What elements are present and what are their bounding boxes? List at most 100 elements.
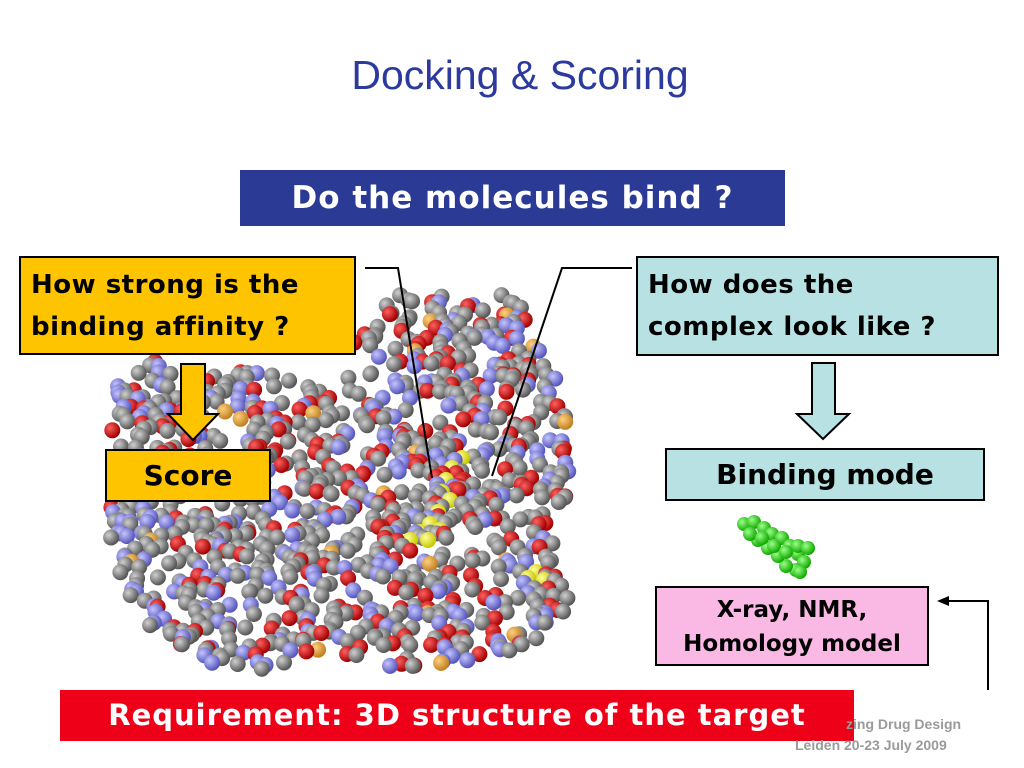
protein-atom — [348, 647, 365, 663]
protein-atom — [288, 597, 305, 614]
protein-atom — [217, 403, 233, 420]
protein-atom — [279, 433, 296, 450]
protein-atom — [313, 587, 330, 604]
protein-atom — [490, 539, 507, 556]
protein-atom — [488, 496, 505, 513]
method-line: X-ray, NMR, — [716, 597, 868, 623]
protein-atom — [536, 614, 553, 631]
protein-atom — [122, 587, 139, 604]
protein-atom — [362, 337, 379, 354]
ligand-atom — [779, 545, 793, 559]
ligand-atom — [801, 541, 815, 555]
footer-event-date: Leiden 20-23 July 2009 — [795, 737, 947, 753]
slide-title: Docking & Scoring — [351, 52, 689, 98]
footer-event-title: zing Drug Design — [846, 716, 962, 732]
protein-atom — [559, 590, 576, 606]
protein-atom — [257, 587, 274, 604]
protein-atom — [483, 424, 499, 441]
ligand-atom — [779, 559, 793, 573]
protein-atom — [290, 414, 307, 431]
protein-atom — [270, 421, 287, 438]
ligand-atom — [755, 531, 769, 545]
protein-atom — [112, 564, 129, 581]
protein-atom — [402, 637, 419, 654]
protein-atom — [508, 330, 525, 347]
protein-atom — [161, 555, 178, 572]
protein-atom — [438, 529, 455, 546]
protein-atom — [246, 381, 263, 398]
protein-atom — [419, 382, 436, 399]
score-box: Score — [105, 449, 271, 502]
protein-atom — [404, 293, 420, 310]
protein-atom — [375, 568, 391, 585]
protein-atom — [330, 508, 347, 525]
protein-atom — [130, 364, 147, 381]
protein-atom — [318, 412, 334, 429]
protein-atom — [330, 439, 347, 456]
protein-atom — [494, 337, 511, 354]
protein-atom — [159, 379, 176, 395]
protein-atom — [498, 383, 515, 400]
protein-atom — [440, 397, 457, 414]
ligand-atom — [767, 539, 781, 553]
protein-atom — [478, 381, 495, 397]
protein-atom — [281, 610, 298, 627]
protein-atom — [340, 570, 357, 587]
protein-atom — [313, 625, 330, 641]
protein-atom — [238, 548, 255, 565]
method-line: Homology model — [683, 631, 901, 657]
protein-atom — [253, 660, 270, 677]
protein-atom — [158, 514, 175, 531]
protein-atom — [474, 614, 491, 631]
protein-atom — [162, 365, 179, 382]
protein-atom — [557, 413, 574, 430]
protein-atom — [455, 411, 472, 428]
protein-atom — [382, 657, 398, 674]
protein-atom — [310, 641, 326, 658]
protein-atom — [340, 369, 357, 386]
protein-atom — [299, 503, 316, 520]
protein-atom — [386, 356, 403, 373]
arrowhead-left-icon — [937, 596, 949, 606]
protein-atom — [376, 466, 393, 483]
protein-atom — [499, 518, 516, 535]
protein-atom — [433, 654, 450, 671]
protein-atom — [104, 422, 121, 439]
connector-line-left — [365, 267, 433, 479]
protein-atom — [534, 489, 551, 506]
protein-atom — [266, 378, 282, 395]
protein-atom — [339, 542, 356, 559]
protein-atom — [498, 604, 515, 621]
protein-atom — [423, 636, 440, 653]
protein-atom — [291, 401, 308, 418]
protein-atom — [370, 348, 387, 365]
protein-atom — [308, 483, 325, 500]
protein-atom — [486, 610, 503, 627]
protein-atom — [276, 654, 292, 671]
protein-atom — [281, 372, 298, 389]
connector-line-right — [491, 267, 632, 477]
protein-atom — [464, 552, 481, 569]
protein-atom — [282, 642, 299, 659]
protein-atom — [389, 378, 406, 395]
binding-affinity-box: How strong is the binding affinity ? — [19, 256, 356, 355]
protein-atom — [345, 582, 362, 599]
protein-atom — [410, 462, 427, 479]
protein-atom — [398, 584, 415, 601]
protein-atom — [241, 583, 258, 600]
protein-atom — [323, 486, 340, 502]
protein-atom — [245, 606, 262, 622]
protein-atom — [221, 596, 238, 613]
protein-atom — [490, 558, 507, 575]
protein-atom — [508, 487, 525, 504]
ligand-molecule-image — [737, 515, 815, 579]
protein-atom — [474, 462, 490, 479]
requirement-banner: Requirement: 3D structure of the target — [60, 690, 854, 741]
protein-atom — [393, 484, 410, 501]
protein-atom — [511, 459, 528, 476]
protein-atom — [407, 488, 424, 505]
protein-atom — [387, 340, 404, 357]
protein-atom — [464, 581, 481, 598]
protein-atom — [149, 569, 166, 586]
protein-atom — [269, 529, 286, 546]
